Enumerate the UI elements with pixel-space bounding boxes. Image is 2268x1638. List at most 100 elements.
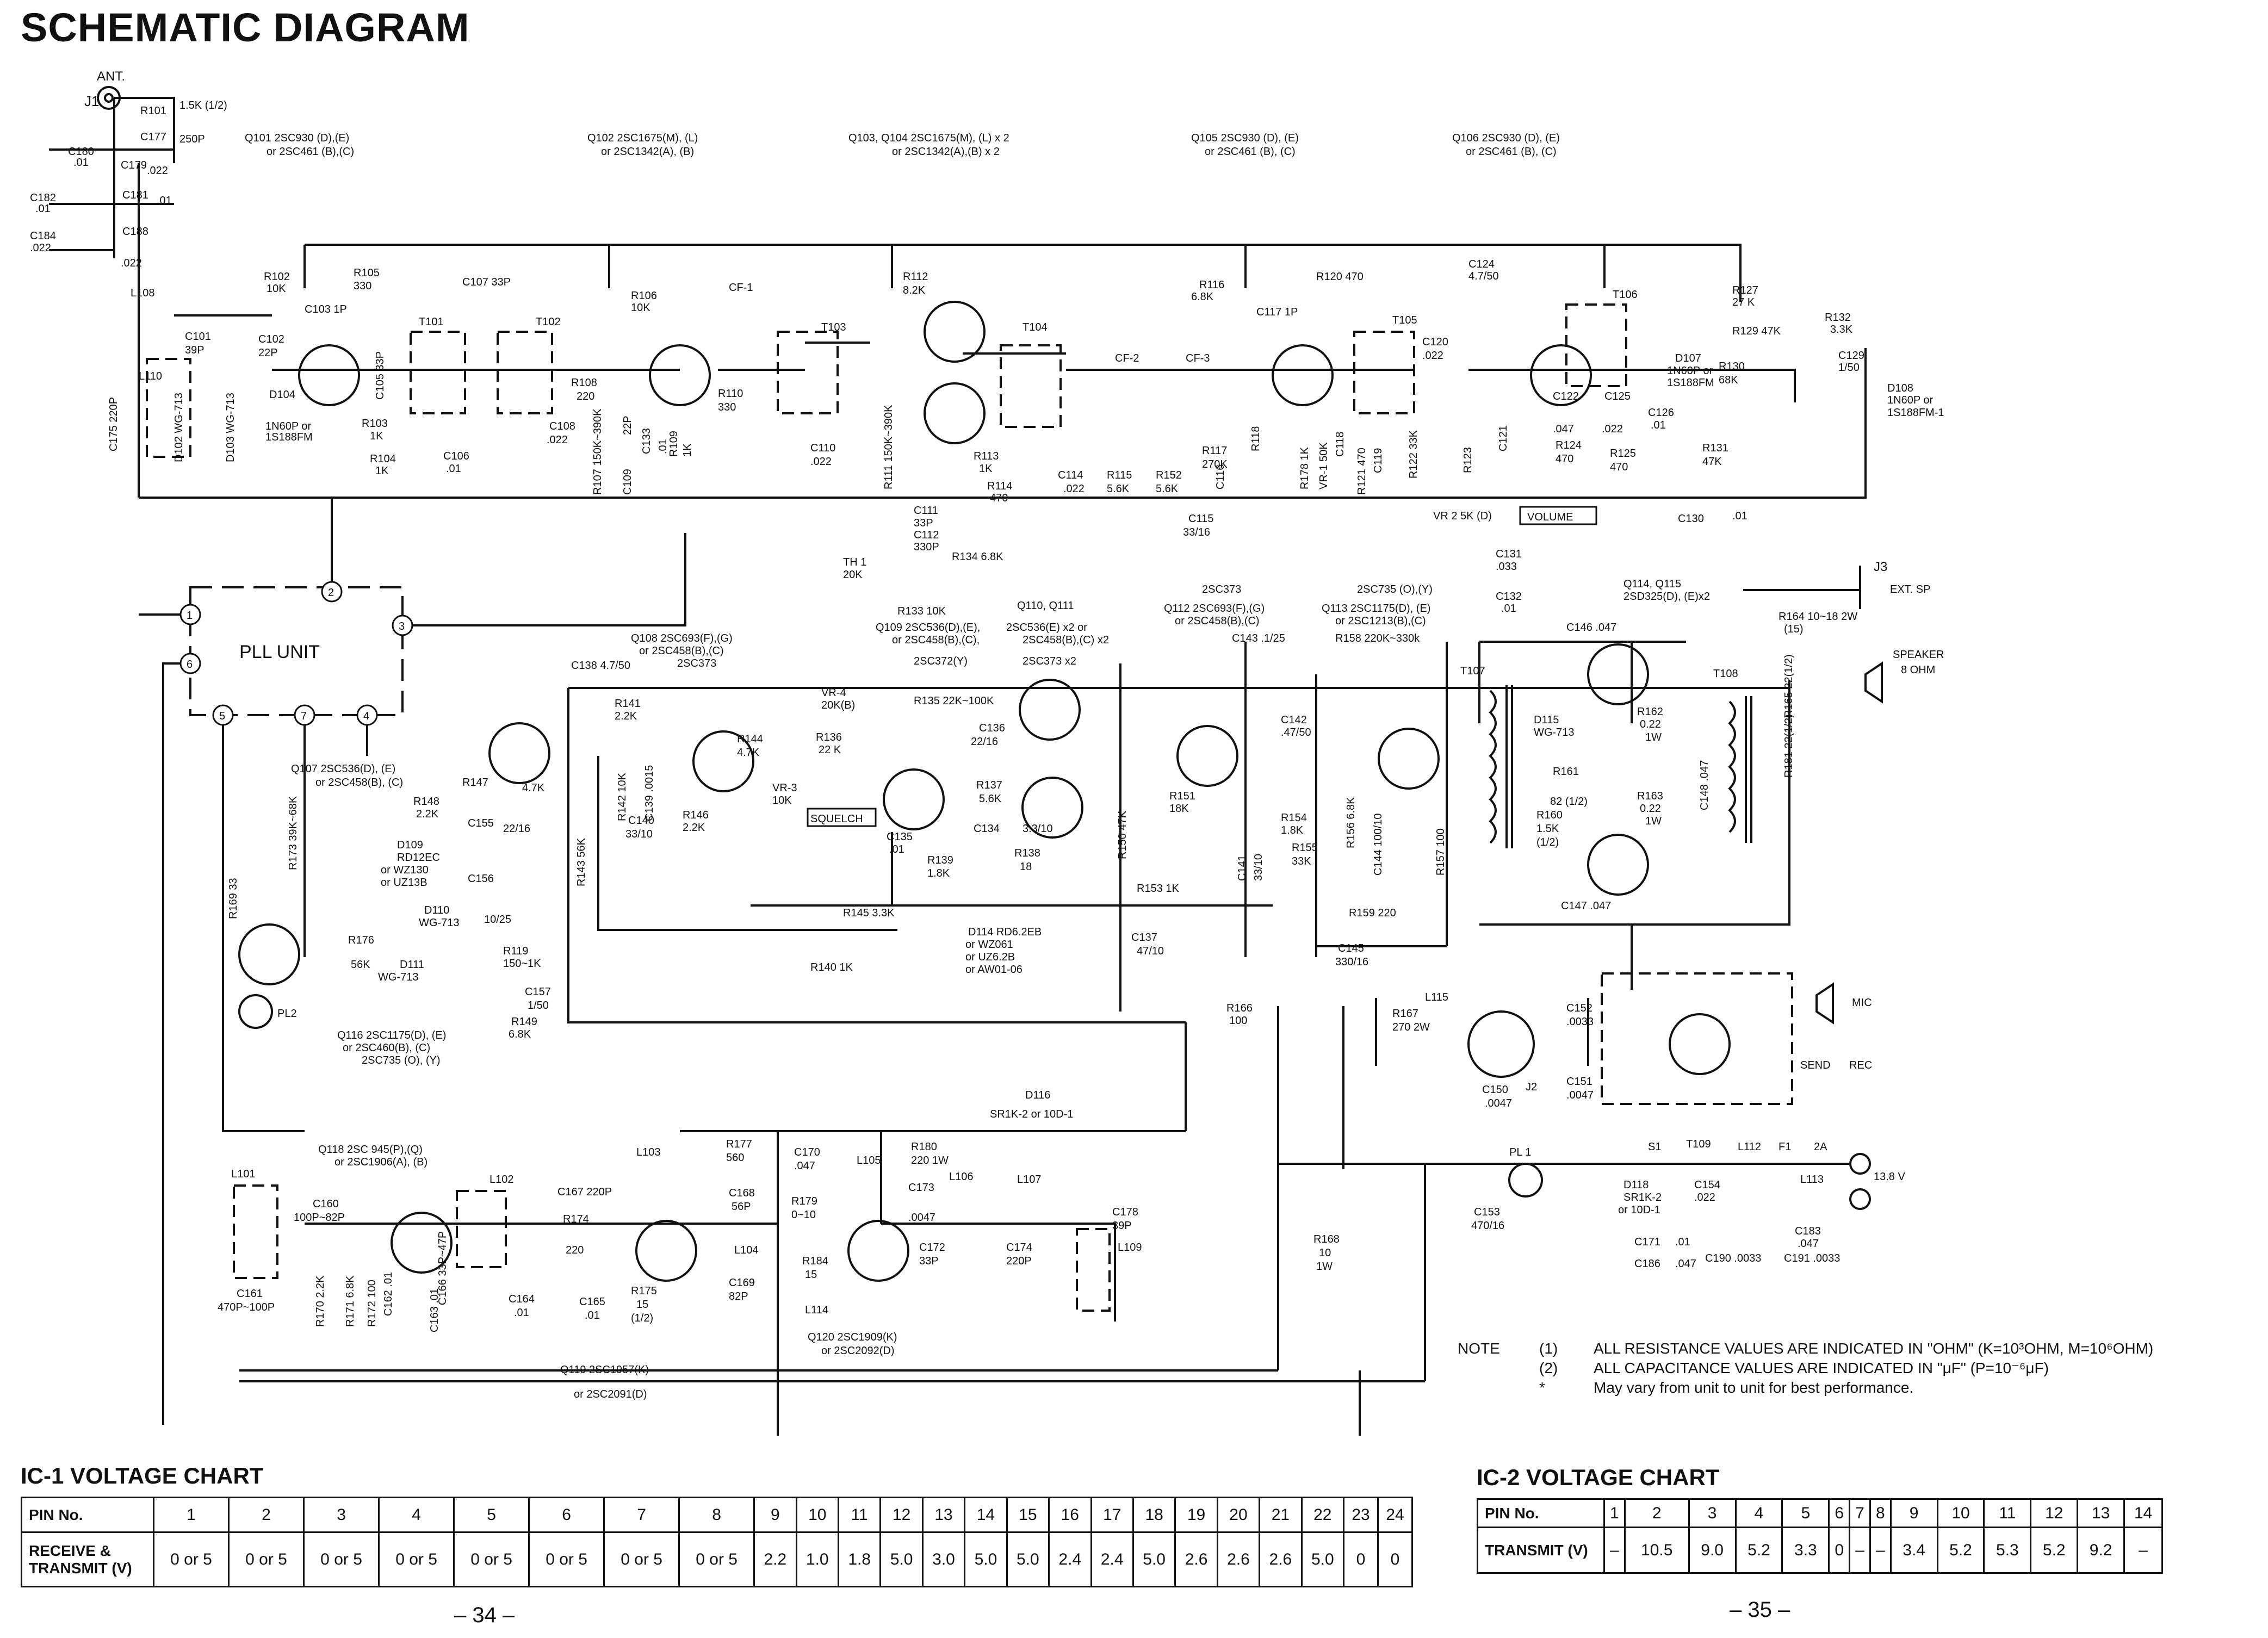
r180-label: R180 bbox=[911, 1141, 937, 1153]
r124-value: 470 bbox=[1556, 453, 1573, 465]
r158-label: R158 220K~330k bbox=[1335, 632, 1420, 644]
c155-label: C155 bbox=[468, 817, 494, 829]
pll-pin-2: 2 bbox=[328, 587, 334, 599]
c153-value: 470/16 bbox=[1471, 1220, 1504, 1232]
c120-value: .022 bbox=[1422, 350, 1443, 362]
d111-value: WG-713 bbox=[378, 971, 418, 983]
c147-label: C147 .047 bbox=[1561, 900, 1611, 912]
l114-label: L114 bbox=[805, 1304, 828, 1316]
r154-value: 1.8K bbox=[1281, 824, 1304, 836]
l101-label: L101 bbox=[231, 1168, 256, 1180]
r168-label: R168 bbox=[1313, 1233, 1340, 1245]
c184-value: .022 bbox=[30, 242, 51, 254]
r179-value: 0~10 bbox=[791, 1209, 816, 1221]
c145-value: 330/16 bbox=[1335, 956, 1368, 968]
r156-label: R156 6.8K bbox=[1345, 797, 1357, 848]
c107-label: C107 33P bbox=[462, 276, 511, 288]
ic2-pin-header: PIN No. bbox=[1477, 1498, 1605, 1528]
r143-label: R143 56K bbox=[575, 837, 587, 886]
c142-value: .47/50 bbox=[1281, 727, 1311, 739]
d109-value3: or UZ13B bbox=[381, 877, 427, 889]
note-text: May vary from unit to unit for best perf… bbox=[1594, 1379, 1914, 1396]
pl2-label: PL2 bbox=[277, 1008, 297, 1020]
c171-label: C171 bbox=[1634, 1236, 1660, 1248]
rec-label: REC bbox=[1849, 1059, 1872, 1071]
t103-label: T103 bbox=[821, 321, 846, 333]
r109-label: R109 bbox=[668, 431, 680, 457]
r141-label: R141 bbox=[615, 698, 641, 710]
r150-label: R150 47K bbox=[1117, 810, 1129, 859]
volume-label: VOLUME bbox=[1527, 511, 1573, 523]
c171-value: .01 bbox=[1675, 1236, 1690, 1248]
ic1-pin-cell: 21 bbox=[1259, 1497, 1303, 1533]
q113-alt: or 2SC1213(B),(C) bbox=[1335, 615, 1426, 627]
ic2-value-cell: 5.2 bbox=[1734, 1527, 1783, 1574]
r106-label: R106 bbox=[631, 290, 657, 302]
cf3-label: CF-3 bbox=[1186, 352, 1210, 364]
r144-value: 4.7K bbox=[737, 747, 760, 759]
r181-label: R181 22(1/2) bbox=[1783, 714, 1795, 778]
q106-label: Q106 2SC930 (D), (E) bbox=[1452, 132, 1560, 144]
ic2-pin-cell: 2 bbox=[1623, 1498, 1690, 1528]
note-heading: NOTE bbox=[1458, 1340, 1500, 1357]
r177-label: R177 bbox=[726, 1138, 752, 1150]
c181-label: C181 bbox=[122, 189, 148, 201]
c132-label: C132 bbox=[1496, 591, 1522, 603]
q114-alt: 2SD325(D), (E)x2 bbox=[1623, 591, 1710, 603]
c169-value: 82P bbox=[729, 1290, 748, 1302]
r115-label: R115 bbox=[1107, 469, 1132, 481]
d107-label: D107 bbox=[1675, 352, 1701, 364]
ic1-value-cell: 1.8 bbox=[837, 1531, 882, 1587]
c101-value: 39P bbox=[185, 344, 205, 356]
t104-label: T104 bbox=[1023, 321, 1048, 333]
ic2-pin-cell: 7 bbox=[1849, 1498, 1871, 1528]
c172-label: C172 bbox=[919, 1242, 945, 1254]
c102-value: 22P bbox=[258, 347, 278, 359]
speaker-label: SPEAKER bbox=[1893, 649, 1944, 661]
q107-alt: or 2SC458(B), (C) bbox=[315, 777, 403, 789]
q101-alt: or 2SC461 (B),(C) bbox=[267, 146, 354, 158]
r161-label: R161 bbox=[1553, 766, 1579, 778]
q103-label: Q103, Q104 2SC1675(M), (L) x 2 bbox=[848, 132, 1009, 144]
c177-label: C177 bbox=[140, 131, 166, 143]
c182-label: C182 bbox=[30, 192, 56, 204]
ic2-pin-cell: 3 bbox=[1688, 1498, 1737, 1528]
r155-value: 33K bbox=[1292, 855, 1311, 867]
ic1-value-cell: 0 or 5 bbox=[528, 1531, 605, 1587]
r141-value: 2.2K bbox=[615, 710, 637, 722]
r152-label: R152 bbox=[1156, 469, 1182, 481]
ic2-row-label: TRANSMIT (V) bbox=[1477, 1527, 1605, 1574]
r111-label: R111 150K~390K bbox=[883, 405, 895, 489]
supply-voltage-label: 13.8 V bbox=[1874, 1171, 1905, 1183]
r103-value: 1K bbox=[370, 430, 383, 442]
c101-label: C101 bbox=[185, 331, 211, 343]
sc373-label: 2SC373 bbox=[1202, 584, 1241, 595]
q110-alt: 2SC536(E) x2 or bbox=[1006, 622, 1087, 634]
c131-label: C131 bbox=[1496, 548, 1522, 560]
note-text: ALL CAPACITANCE VALUES ARE INDICATED IN … bbox=[1594, 1360, 2049, 1376]
ic1-value-cell: 0 or 5 bbox=[303, 1531, 380, 1587]
ic1-row-label: RECEIVE & TRANSMIT (V) bbox=[21, 1531, 154, 1587]
r121-label: R121 470 bbox=[1356, 448, 1368, 495]
c142-label: C142 bbox=[1281, 714, 1307, 726]
squelch-label: SQUELCH bbox=[810, 813, 863, 825]
r151-label: R151 bbox=[1169, 790, 1195, 802]
r162-label: R162 bbox=[1637, 706, 1663, 718]
q109-label: Q109 2SC536(D),(E), bbox=[876, 622, 980, 634]
c134-value: 3.3/10 bbox=[1023, 823, 1053, 835]
r116-value: 6.8K bbox=[1191, 291, 1214, 303]
r149-label: R149 bbox=[511, 1016, 537, 1028]
ic1-pin-cell: 22 bbox=[1300, 1497, 1345, 1533]
r114-label: R114 bbox=[987, 480, 1012, 492]
c114-label: C114 bbox=[1058, 469, 1083, 481]
r127-label: R127 bbox=[1732, 284, 1758, 296]
c154-value: .022 bbox=[1694, 1192, 1715, 1203]
c140-value: 33/10 bbox=[625, 828, 653, 840]
d118-value: SR1K-2 bbox=[1623, 1192, 1662, 1203]
q110-alt4: 2SC373 x2 bbox=[1023, 655, 1076, 667]
c131-value: .033 bbox=[1496, 561, 1517, 573]
th1-value: 20K bbox=[843, 569, 863, 581]
q113-label: Q113 2SC1175(D), (E) bbox=[1322, 603, 1430, 615]
r135-label: R135 22K~100K bbox=[914, 695, 994, 707]
